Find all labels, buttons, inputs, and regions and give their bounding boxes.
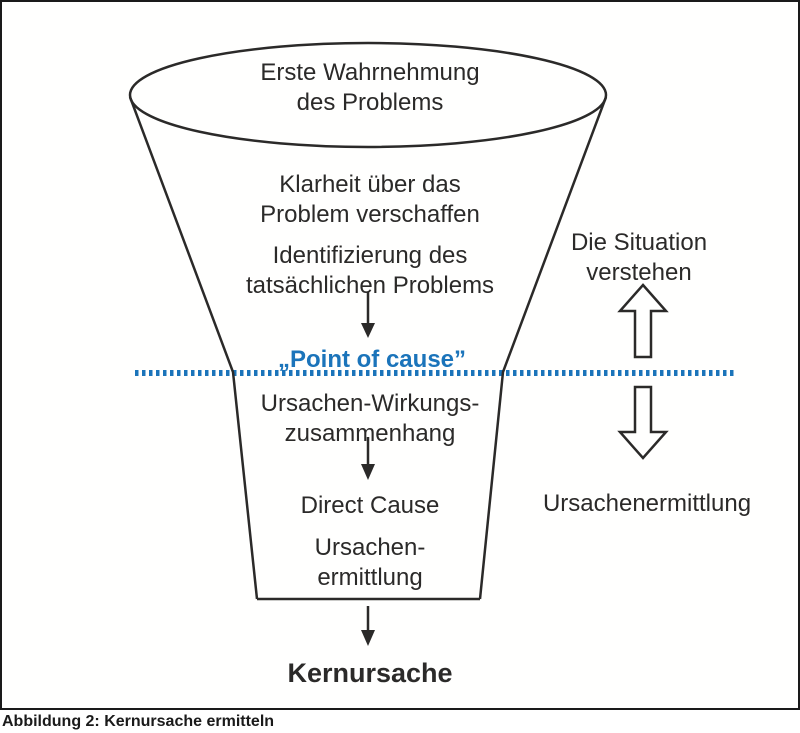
funnel-top-ellipse: [128, 41, 608, 149]
diagram-frame: Erste Wahrnehmung des Problems Klarheit …: [0, 0, 800, 710]
arrow-down-identify-to-poc: [361, 292, 375, 338]
arrow-down-funnel-to-result: [361, 606, 375, 646]
label-understand-situation: Die Situation verstehen: [570, 229, 708, 286]
label-point-of-cause: „Point of cause”: [277, 346, 467, 373]
funnel-left-side: [128, 96, 259, 600]
hollow-arrow-down: [617, 385, 669, 460]
label-clarity: Klarheit über das Problem verschaffen: [260, 171, 480, 228]
label-cause-determination-side: Ursachenermittlung: [542, 490, 752, 517]
funnel-right-side: [478, 96, 608, 600]
label-root-cause: Kernursache: [287, 658, 453, 688]
figure-caption: Abbildung 2: Kernursache ermitteln: [2, 713, 275, 730]
hollow-arrow-up: [617, 283, 669, 359]
label-direct-cause: Direct Cause: [300, 492, 440, 519]
funnel-diagram-graphics: [128, 41, 735, 646]
label-cause-determination-inside: Ursachen- ermittlung: [314, 534, 426, 591]
label-cause-effect: Ursachen-Wirkungs- zusammenhang: [260, 390, 480, 447]
label-identification: Identifizierung des tatsächlichen Proble…: [245, 242, 495, 299]
arrow-down-causeeffect-to-directcause: [361, 437, 375, 480]
label-first-perception: Erste Wahrnehmung des Problems: [260, 59, 480, 116]
